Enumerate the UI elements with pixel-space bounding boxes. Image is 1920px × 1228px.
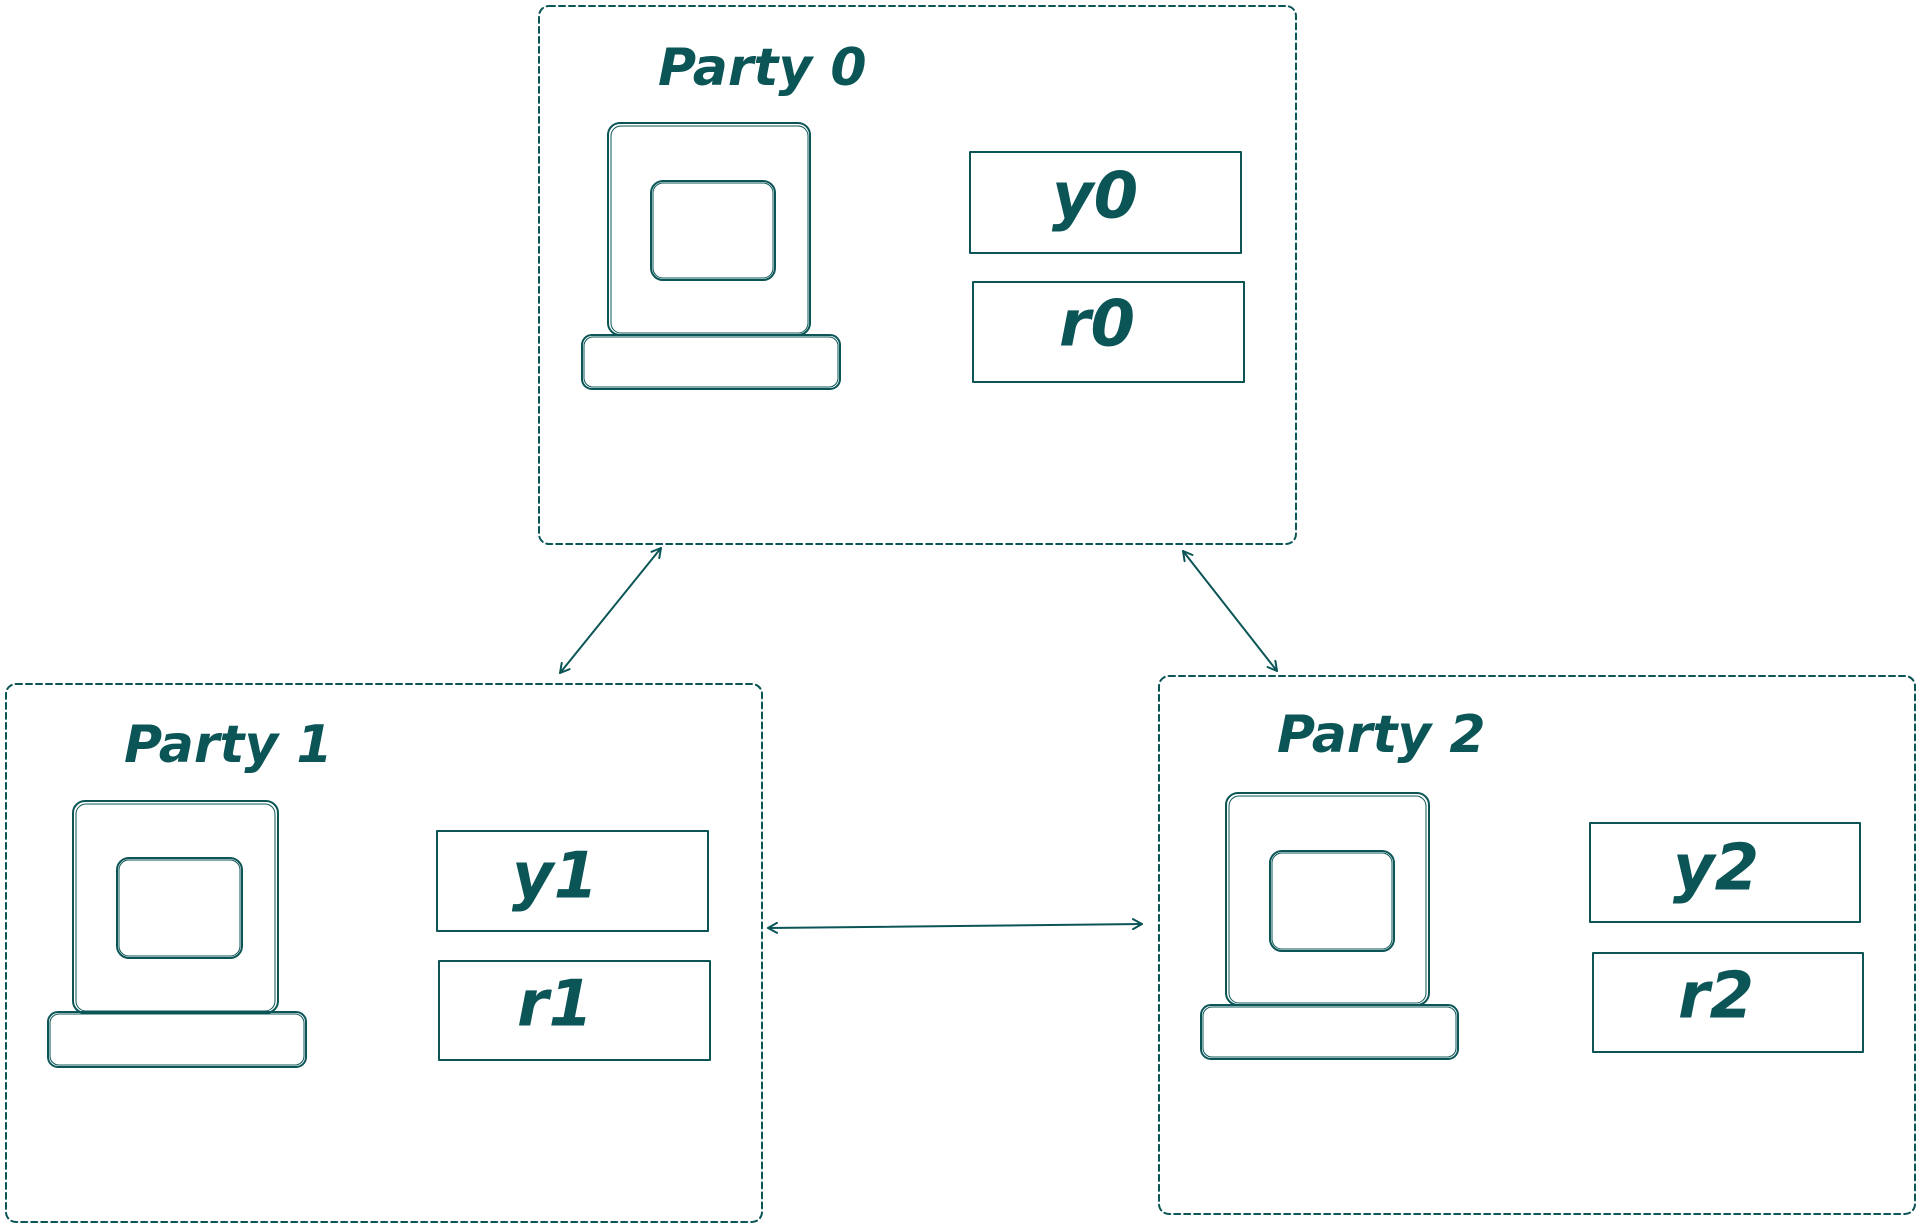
share-box-y2: y2 bbox=[1589, 822, 1861, 923]
party-0-container bbox=[538, 5, 1297, 545]
party-0-title: Party 0 bbox=[658, 38, 867, 98]
share-label: r1 bbox=[517, 968, 593, 1042]
share-label: y1 bbox=[512, 840, 598, 914]
share-label: y0 bbox=[1052, 160, 1138, 234]
arrow-party0-party2 bbox=[1182, 550, 1278, 672]
share-box-y0: y0 bbox=[969, 151, 1242, 254]
party-2-title: Party 2 bbox=[1277, 705, 1486, 765]
arrow-party0-party1 bbox=[559, 547, 662, 674]
party-1-container bbox=[5, 683, 763, 1223]
share-box-r2: r2 bbox=[1592, 952, 1864, 1053]
party-2-group: Party 2 y2 r2 bbox=[1158, 675, 1916, 1215]
party-0-group: Party 0 y0 r0 bbox=[538, 5, 1297, 545]
share-label: y2 bbox=[1673, 832, 1759, 906]
share-label: r0 bbox=[1059, 288, 1135, 362]
computer-icon bbox=[1200, 792, 1459, 1060]
arrow-party1-party2 bbox=[767, 918, 1143, 934]
party-1-group: Party 1 y1 r1 bbox=[5, 683, 763, 1223]
share-box-y1: y1 bbox=[436, 830, 709, 932]
share-box-r0: r0 bbox=[972, 281, 1245, 383]
party-1-title: Party 1 bbox=[124, 715, 333, 775]
party-2-container bbox=[1158, 675, 1916, 1215]
share-label: r2 bbox=[1678, 960, 1754, 1034]
computer-icon bbox=[581, 122, 841, 390]
share-box-r1: r1 bbox=[438, 960, 711, 1061]
computer-icon bbox=[47, 800, 307, 1068]
